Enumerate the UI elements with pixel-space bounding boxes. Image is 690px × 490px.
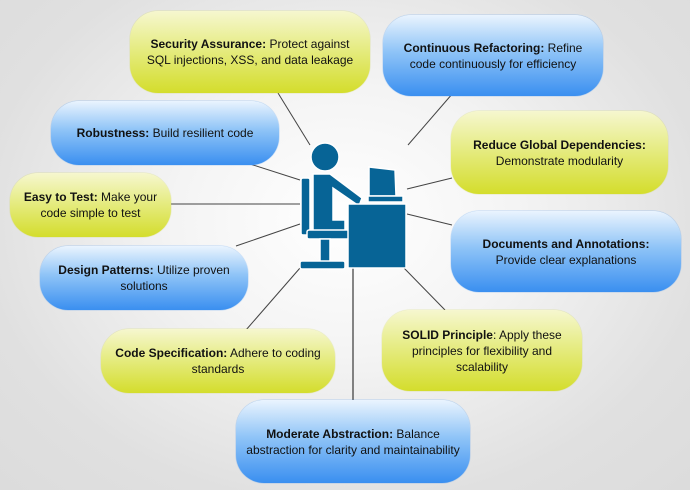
node-text: Provide clear explanations [495,252,637,267]
person-head [310,142,340,172]
node-design-patterns: Design Patterns: Utilize proven solution… [40,246,248,310]
node-continuous-refactoring: Continuous Refactoring: Refine code cont… [383,15,603,96]
node-text: : Apply these principles for flexibility… [411,327,562,374]
node-text: Balance abstraction for clarity and main… [246,426,460,457]
node-robustness: Robustness: Build resilient code [51,101,279,165]
node-title: Security Assurance: [150,37,267,51]
node-solid-principle: SOLID Principle: Apply these principles … [382,310,582,391]
monitor-stand [367,195,404,203]
chair-base [299,260,346,270]
node-title: Design Patterns: [58,263,154,277]
connector-robustness [249,163,301,181]
node-security-assurance: Security Assurance: Protect against SQL … [130,11,370,93]
connector-continuous-refactoring [407,92,454,146]
monitor [368,166,397,197]
node-title: Documents and Annotations: [482,236,650,251]
connector-reduce-global-dependencies [406,177,453,190]
node-text: Protect against SQL injections, XSS, and… [146,37,354,67]
node-title: Easy to Test: [23,190,98,204]
node-reduce-global-dependencies: Reduce Global Dependencies: Demonstrate … [451,111,668,194]
connector-documents-and-annotations [406,213,453,226]
node-text: Demonstrate modularity [495,153,624,168]
connector-code-specification [245,267,301,331]
chair-back [300,177,311,236]
chair-seat [306,229,350,240]
connector-design-patterns [235,223,301,247]
node-moderate-abstraction: Moderate Abstraction: Balance abstractio… [236,400,470,483]
node-text: Adhere to coding standards [191,346,321,376]
node-code-specification: Code Specification: Adhere to coding sta… [101,329,335,393]
chair-stem [319,238,331,263]
node-title: Reduce Global Dependencies: [473,137,646,152]
node-title: SOLID Principle [402,327,493,342]
node-documents-and-annotations: Documents and Annotations: Provide clear… [451,211,681,292]
connector-solid-principle [402,266,446,311]
node-title: Moderate Abstraction: [266,426,394,441]
node-text: Refine code continuously for efficiency [409,40,583,71]
connector-security-assurance [277,92,311,146]
node-easy-to-test: Easy to Test: Make your code simple to t… [10,173,171,237]
node-title: Continuous Refactoring: [403,40,545,55]
node-title: Code Specification: [115,346,228,360]
node-title: Robustness: [76,126,150,140]
node-text: Make your code simple to test [40,190,158,220]
node-text: Build resilient code [149,126,254,140]
node-text: Utilize proven solutions [120,263,230,293]
desk [347,203,407,269]
